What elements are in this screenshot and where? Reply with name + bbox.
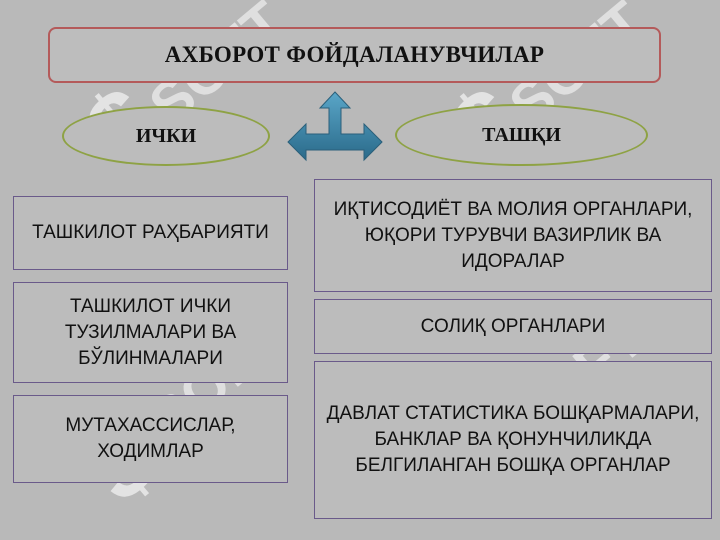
external-item-label: СОЛИҚ ОРГАНЛАРИ [420,315,606,337]
internal-item-subdivisions: ТАШКИЛОТ ИЧКИ ТУЗИЛМАЛАРИ ВА БЎЛИНМАЛАРИ [13,282,288,383]
external-users-ellipse: ТАШҚИ [395,104,648,166]
internal-item-label: МУТАХАССИСЛАР, ХОДИМЛАР [65,415,236,462]
internal-item-label: ТАШКИЛОТ РАҲБАРИЯТИ [32,222,269,243]
external-item-statistics-banks: ДАВЛАТ СТАТИСТИКА БОШҚАРМАЛАРИ, БАНКЛАР … [314,361,712,519]
diagram-title: АХБОРОТ ФОЙДАЛАНУВЧИЛАР [48,27,661,83]
external-item-tax: СОЛИҚ ОРГАНЛАРИ [314,299,712,354]
external-item-label: ДАВЛАТ СТАТИСТИКА БОШҚАРМАЛАРИ, БАНКЛАР … [326,403,700,476]
external-users-label: ТАШҚИ [482,123,561,146]
three-way-arrow-icon [287,91,383,162]
external-item-label: ИҚТИСОДИЁТ ВА МОЛИЯ ОРГАНЛАРИ, ЮҚОРИ ТУР… [333,198,693,272]
internal-users-ellipse: ИЧКИ [62,106,270,166]
external-item-economy-finance: ИҚТИСОДИЁТ ВА МОЛИЯ ОРГАНЛАРИ, ЮҚОРИ ТУР… [314,179,712,292]
internal-item-label: ТАШКИЛОТ ИЧКИ ТУЗИЛМАЛАРИ ВА БЎЛИНМАЛАРИ [64,295,237,369]
internal-users-label: ИЧКИ [135,124,197,147]
internal-item-management: ТАШКИЛОТ РАҲБАРИЯТИ [13,196,288,270]
internal-item-specialists: МУТАХАССИСЛАР, ХОДИМЛАР [13,395,288,483]
